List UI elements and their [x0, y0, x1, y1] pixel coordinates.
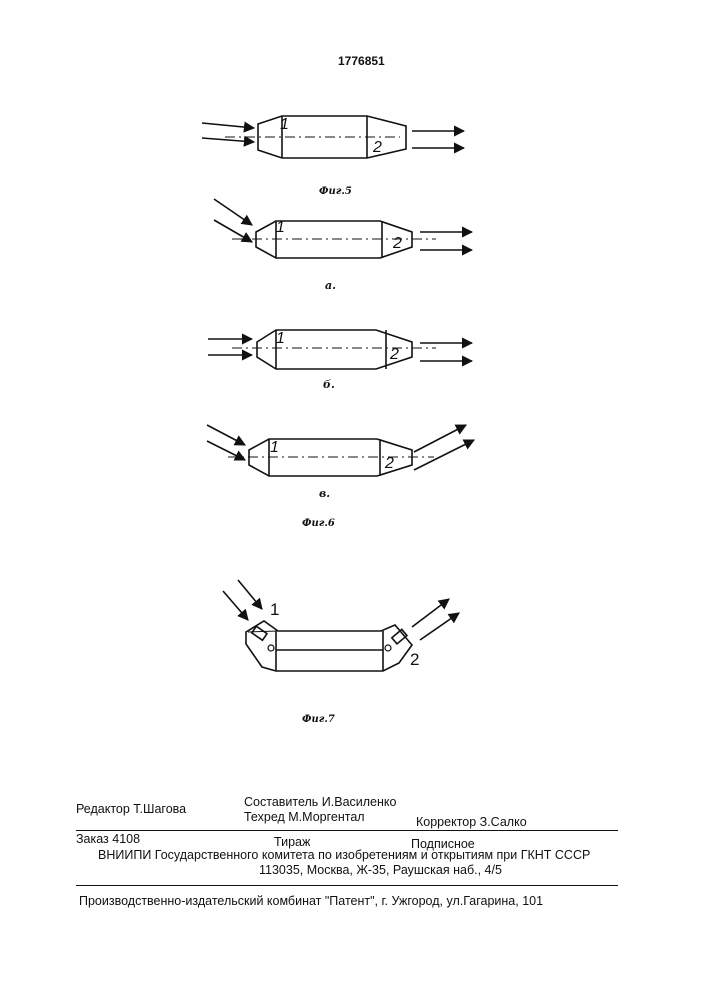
- fig6b-drawing: [208, 330, 472, 369]
- fig6c-caption: в.: [319, 487, 330, 500]
- fig5-label-2: 2: [373, 139, 382, 157]
- imprint-divider-top: [76, 830, 618, 831]
- fig7-drawing: [223, 580, 459, 671]
- imprint-printer: Производственно-издательский комбинат "П…: [79, 894, 543, 908]
- fig7-caption: Фиг.7: [302, 714, 335, 725]
- fig7-label-1: 1: [270, 600, 279, 620]
- fig5-drawing: [202, 116, 464, 158]
- fig6b-label-1: 1: [276, 330, 285, 348]
- imprint-publisher-line1: ВНИИПИ Государственного комитета по изоб…: [98, 848, 590, 862]
- imprint-publisher-line2: 113035, Москва, Ж-35, Раушская наб., 4/5: [259, 863, 502, 877]
- fig7-label-2: 2: [410, 650, 419, 670]
- fig5-caption: Фиг.5: [319, 186, 352, 197]
- imprint-editor: Редактор Т.Шагова: [76, 802, 186, 816]
- fig6a-label-2: 2: [393, 235, 402, 253]
- fig6c-drawing: [207, 425, 474, 476]
- imprint-circulation: Тираж: [274, 835, 310, 849]
- fig6b-label-2: 2: [390, 346, 399, 364]
- fig6a-caption: а.: [325, 279, 336, 292]
- fig6c-label-2: 2: [385, 455, 394, 473]
- fig5-label-1: 1: [280, 116, 289, 134]
- fig6a-label-1: 1: [276, 219, 285, 237]
- imprint-corrector: Корректор З.Салко: [416, 815, 527, 829]
- fig6b-caption: б.: [323, 378, 335, 391]
- fig6c-label-1: 1: [270, 439, 279, 457]
- imprint-order: Заказ 4108: [76, 832, 140, 846]
- imprint-compiler: Составитель И.Василенко: [244, 795, 396, 809]
- fig6-caption: Фиг.6: [302, 518, 335, 529]
- fig6a-drawing: [214, 199, 472, 258]
- imprint-techred: Техред М.Моргентал: [244, 810, 365, 824]
- imprint-divider-bottom: [76, 885, 618, 886]
